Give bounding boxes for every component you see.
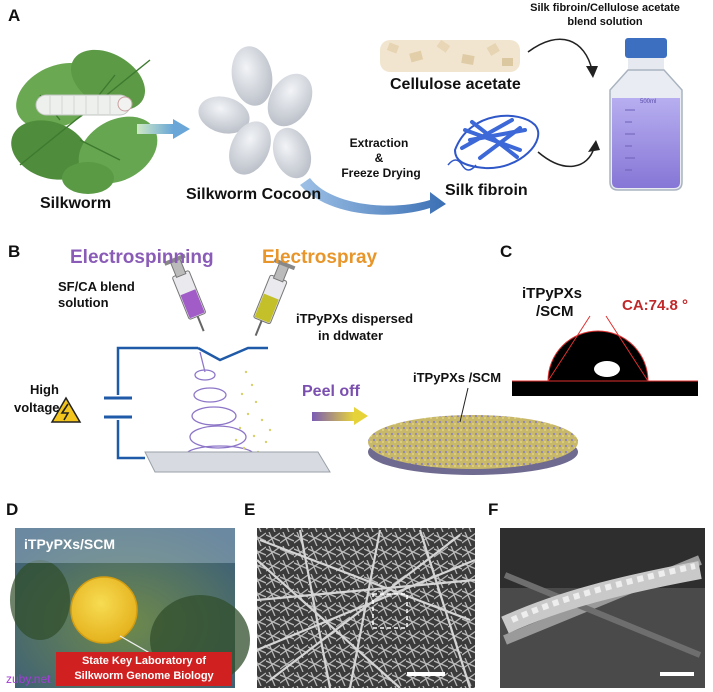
sfca-solution-label-line2: solution xyxy=(58,295,109,310)
photo-sample-label: iTPyPXs/SCM xyxy=(24,536,116,552)
contact-angle-sample-line2: /SCM xyxy=(536,303,574,320)
membrane-label: iTPyPXs /SCM xyxy=(413,370,502,385)
itpypxs-scm-membrane xyxy=(368,415,578,475)
blend-solution-label-line2: blend solution xyxy=(567,16,643,28)
lab-banner-line2: Silkworm Genome Biology xyxy=(74,670,214,682)
cellulose-acetate-flakes xyxy=(380,39,520,72)
capacitor-symbol xyxy=(104,396,132,419)
arrow-to-bottle-bottom xyxy=(537,147,595,168)
membrane-photo xyxy=(10,528,250,688)
circuit-wires xyxy=(116,346,268,460)
freeze-drying-label: Freeze Drying xyxy=(341,166,421,180)
high-voltage-icon xyxy=(50,396,82,423)
lab-banner-line1: State Key Laboratory of xyxy=(81,655,207,667)
collector-plate xyxy=(144,451,331,473)
sem-image-high-mag xyxy=(500,528,705,688)
mulberry-leaves xyxy=(11,49,158,194)
panel-letter-a: A xyxy=(8,6,21,25)
bottle-volume-mark: 500ml xyxy=(640,99,657,105)
silkworm-label: Silkworm xyxy=(40,195,112,212)
sfca-solution-label-line1: SF/CA blend xyxy=(58,279,135,294)
panel-letter-b: B xyxy=(8,242,21,261)
cellulose-acetate-label: Cellulose acetate xyxy=(390,76,521,93)
panel-letter-d: D xyxy=(6,500,19,519)
cocoon-label: Silkworm Cocoon xyxy=(186,186,322,203)
blend-solution-bottle xyxy=(609,38,683,191)
extraction-ampersand: & xyxy=(374,151,384,165)
contact-angle-sample-line1: iTPyPXs xyxy=(522,285,583,302)
electrospinning-syringe xyxy=(163,253,206,332)
itpypxs-dispersion-label-line1: iTPyPXs dispersed xyxy=(296,311,414,326)
extraction-curved-arrow xyxy=(300,178,446,215)
contact-angle-image xyxy=(512,315,698,396)
silk-fibroin-protein xyxy=(447,114,540,171)
contact-angle-value: CA:74.8 ° xyxy=(622,297,689,314)
panel-letter-e: E xyxy=(244,500,256,519)
extraction-label: Extraction xyxy=(349,136,409,150)
high-voltage-label-line1: High xyxy=(30,382,59,397)
peel-off-label: Peel off xyxy=(302,383,360,400)
silkworm-arrow xyxy=(137,124,173,134)
electrospray-title: Electrospray xyxy=(262,247,378,268)
panel-letter-f: F xyxy=(488,500,499,519)
itpypxs-dispersion-label-line2: in ddwater xyxy=(318,328,384,343)
arrow-to-bottle-top xyxy=(527,38,593,71)
panel-letter-c: C xyxy=(500,242,513,261)
electrospray-syringe xyxy=(253,258,296,336)
watermark-text: zuby.net xyxy=(6,672,51,686)
silkworm-illustration xyxy=(35,94,133,116)
high-voltage-label-line2: voltage xyxy=(14,400,60,415)
cocoon-cluster xyxy=(198,46,313,179)
blend-solution-label-line1: Silk fibroin/Cellulose acetate xyxy=(530,2,680,14)
silk-fibroin-label: Silk fibroin xyxy=(445,182,528,199)
peel-off-arrow xyxy=(312,412,354,421)
membrane-pointer-line xyxy=(459,387,469,423)
sem-image-low-mag xyxy=(256,528,476,689)
electrospinning-title: Electrospinning xyxy=(70,247,214,268)
